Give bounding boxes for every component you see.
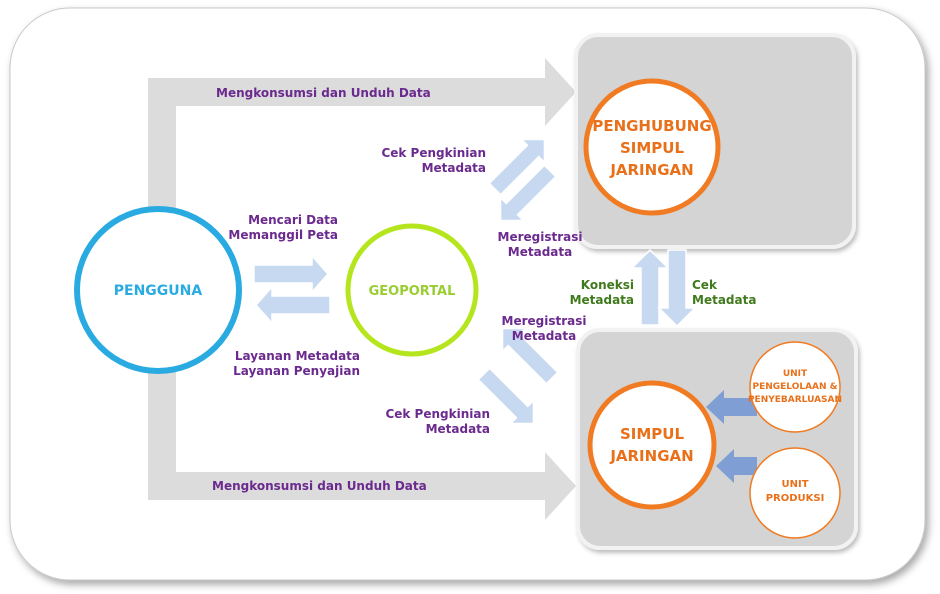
pengguna-label: PENGGUNA <box>113 283 203 299</box>
koneksi-line-1: Koneksi <box>580 278 634 292</box>
register-bottom-line-1: Meregistrasi <box>501 314 587 328</box>
arrow-geoportal-to-simpul <box>477 367 535 425</box>
unit-pengelolaan-line-2: PENGELOLAAN & <box>752 381 838 392</box>
geoportal-label: GEOPORTAL <box>368 283 456 299</box>
pengguna-circle <box>74 206 242 374</box>
unit-produksi-circle <box>749 447 841 539</box>
register-bottom-label: Meregistrasi Metadata <box>496 314 592 344</box>
penghubung-line-1: PENGHUBUNG <box>592 117 712 135</box>
check-top-line-2: Metadata <box>421 161 486 175</box>
register-top-line-1: Meregistrasi <box>497 230 583 244</box>
unit-pengelolaan-line-1: UNIT <box>782 368 808 379</box>
top-flow-label: Mengkonsumsi dan Unduh Data <box>216 86 431 100</box>
register-top-line-2: Metadata <box>507 245 573 259</box>
bottom-flow-arrow <box>148 352 576 520</box>
bottom-flow-label: Mengkonsumsi dan Unduh Data <box>212 479 427 493</box>
arrow-simpul-to-geoportal <box>501 327 559 385</box>
unit-pengelolaan-circle <box>749 341 841 433</box>
check-top-line-1: Cek Pengkinian <box>381 146 486 160</box>
cek-label: Cek Metadata <box>692 278 772 308</box>
service-label: Layanan Metadata Layanan Penyajian <box>220 349 360 379</box>
unit-produksi-label: UNIT PRODUKSI <box>752 474 838 510</box>
unit-produksi-line-2: PRODUKSI <box>765 493 825 504</box>
cek-line-1: Cek <box>692 278 717 292</box>
unit-produksi-line-1: UNIT <box>781 479 809 490</box>
penghubung-line-3: JARINGAN <box>610 161 694 179</box>
arrow-geoportal-to-pengguna <box>254 285 331 325</box>
check-bottom-line-2: Metadata <box>425 422 490 436</box>
search-line-1: Mencari Data <box>248 213 338 227</box>
unit-pengelolaan-line-3: PENYEBARLUASAN <box>747 394 843 405</box>
arrow-unit-produksi-to-simpul <box>716 449 757 483</box>
cek-line-2: Metadata <box>692 293 757 307</box>
simpul-line-2: JARINGAN <box>610 447 694 465</box>
register-bottom-line-2: Metadata <box>511 329 577 343</box>
check-top-label: Cek Pengkinian Metadata <box>380 146 486 176</box>
geoportal-circle <box>345 223 479 357</box>
arrow-unit-pengelolaan-to-simpul <box>706 390 757 424</box>
check-bottom-label: Cek Pengkinian Metadata <box>384 407 490 437</box>
top-flow-arrow <box>148 58 576 248</box>
check-bottom-line-1: Cek Pengkinian <box>385 407 490 421</box>
simpul-line-1: SIMPUL <box>619 425 685 443</box>
penghubung-line-2: SIMPUL <box>619 139 685 157</box>
arrow-cek-down <box>657 249 697 328</box>
penghubung-label: PENGHUBUNG SIMPUL JARINGAN <box>590 108 714 188</box>
register-top-label: Meregistrasi Metadata <box>492 230 588 260</box>
arrow-geoportal-to-penghubung <box>488 138 546 196</box>
simpul-label: SIMPUL JARINGAN <box>596 420 708 470</box>
search-label: Mencari Data Memanggil Peta <box>220 213 338 243</box>
service-line-2: Layanan Penyajian <box>233 364 360 378</box>
arrow-pengguna-to-geoportal <box>253 254 330 294</box>
koneksi-label: Koneksi Metadata <box>560 278 634 308</box>
arrow-penghubung-to-geoportal <box>499 164 557 222</box>
koneksi-line-2: Metadata <box>569 293 634 307</box>
arrow-koneksi-up <box>630 248 670 326</box>
penghubung-circle <box>583 78 721 216</box>
service-line-1: Layanan Metadata <box>234 349 360 363</box>
search-line-2: Memanggil Peta <box>228 228 338 242</box>
simpul-circle <box>587 380 717 510</box>
unit-pengelolaan-label: UNIT PENGELOLAAN & PENYEBARLUASAN <box>748 362 842 412</box>
